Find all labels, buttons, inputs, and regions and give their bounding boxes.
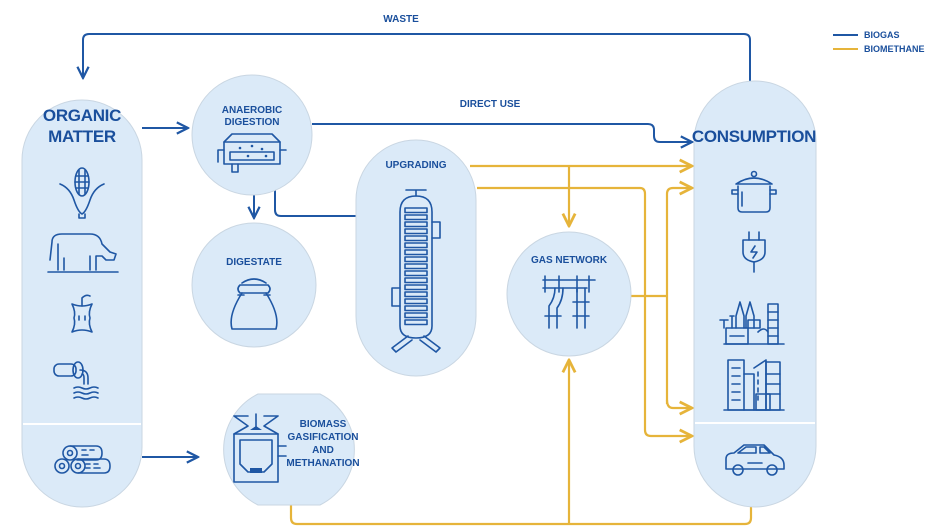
flow-direct-use (312, 123, 692, 142)
organic-matter-title-2: MATTER (48, 127, 116, 146)
digester-tank-icon (217, 133, 287, 173)
reactor-plate (404, 284, 428, 291)
reactor-plate (404, 319, 428, 326)
electric-plug-icon (742, 231, 766, 273)
node-upgrading[interactable]: UPGRADING (355, 139, 477, 377)
organic-matter-title-1: ORGANIC (43, 106, 121, 125)
legend-biogas-label: BIOGAS (864, 30, 900, 40)
reactor-plate (404, 242, 428, 249)
anaerobic-digestion-title-1: ANAEROBIC (222, 105, 283, 116)
reactor-plate (404, 214, 428, 221)
flow-upgrading-to-mobility (477, 186, 692, 436)
corn-icon (59, 167, 105, 219)
reactor-plate (404, 270, 428, 277)
label-waste: WASTE (383, 14, 419, 25)
logs-icon (54, 445, 111, 474)
flow-bottom-loop (289, 500, 753, 526)
pipes-icon (542, 275, 596, 329)
consumption-shape (693, 80, 817, 508)
flow-network-to-buildings (665, 399, 692, 408)
upgrading-title: UPGRADING (385, 160, 446, 171)
reactor-plate (404, 298, 428, 305)
reactor-plate (404, 312, 428, 319)
upgrading-shape (355, 139, 477, 377)
biomass-gasification-title-4: METHANATION (286, 458, 359, 469)
node-gas-network[interactable]: GAS NETWORK (506, 231, 632, 357)
reactor-plate (404, 305, 428, 312)
anaerobic-digestion-shape (191, 74, 313, 196)
reactor-plate (404, 228, 428, 235)
gas-network-shape (506, 231, 632, 357)
reactor-plate (404, 256, 428, 263)
reactor-plate (404, 277, 428, 284)
reactor-plate (404, 207, 428, 214)
car-icon (725, 444, 785, 476)
node-biomass-gasification[interactable]: BIOMASS GASIFICATION AND METHANATION (223, 393, 360, 506)
node-anaerobic-digestion[interactable]: ANAEROBIC DIGESTION (191, 74, 313, 196)
biomass-gasification-shape (223, 393, 355, 506)
reactor-plate (404, 263, 428, 270)
gasifier-icon (233, 413, 287, 483)
biomass-gasification-title-1: BIOMASS (300, 419, 347, 430)
flow-network-to-consumption-2 (665, 188, 692, 404)
factory-icon (719, 301, 785, 345)
wastewater-pipe-icon (53, 361, 99, 400)
legend-biomethane-label: BIOMETHANE (864, 44, 925, 54)
node-consumption[interactable]: CONSUMPTION (692, 80, 817, 508)
digestate-title: DIGESTATE (226, 257, 282, 268)
legend: BIOGAS BIOMETHANE (833, 30, 925, 54)
buildings-icon (723, 359, 785, 411)
column-reactor-icon (391, 189, 441, 353)
consumption-title: CONSUMPTION (692, 127, 816, 146)
cooking-pot-icon (731, 170, 777, 213)
gas-network-title: GAS NETWORK (531, 255, 608, 266)
flow-waste (83, 33, 751, 82)
apple-core-icon (71, 294, 93, 333)
biomass-gasification-title-3: AND (312, 445, 334, 456)
node-digestate[interactable]: DIGESTATE (191, 222, 317, 348)
sack-icon (230, 278, 278, 330)
cow-icon (47, 233, 119, 273)
reactor-plate (404, 249, 428, 256)
reactor-plate (404, 221, 428, 228)
reactor-plate (404, 235, 428, 242)
reactor-plate (404, 291, 428, 298)
anaerobic-digestion-title-2: DIGESTION (224, 117, 279, 128)
biomass-gasification-title-2: GASIFICATION (288, 432, 359, 443)
flow-digestion-to-upgrading (274, 186, 360, 217)
label-direct-use: DIRECT USE (460, 99, 521, 110)
node-organic-matter[interactable]: ORGANIC MATTER (21, 99, 143, 508)
